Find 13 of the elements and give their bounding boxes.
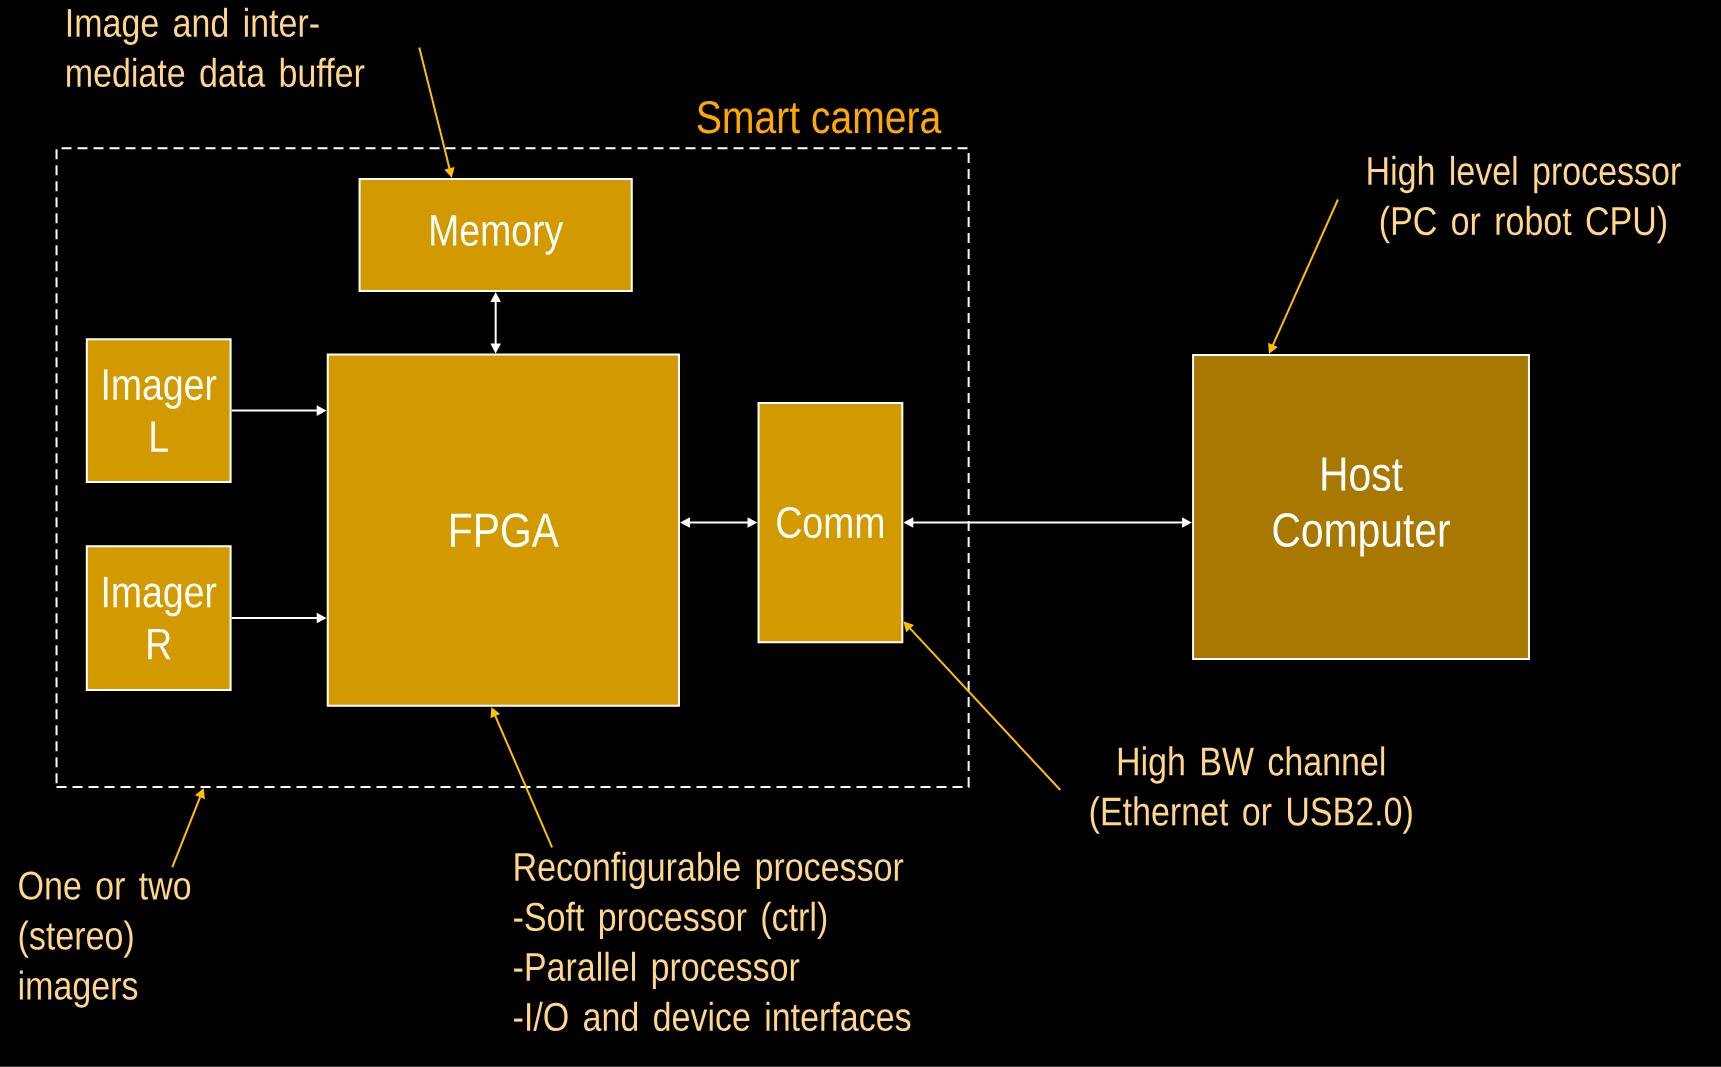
annotation-text: One or two (stereo) imagers	[19, 871, 191, 1008]
process-box: Host Computer	[1192, 354, 1530, 661]
process-box: Imager L	[85, 338, 232, 483]
annotation-text: Image and inter- mediate data buffer	[67, 7, 365, 88]
process-box: Comm	[757, 402, 904, 644]
annotation-text: Reconfigurable processor -Soft processor (ctrl) -Parallel processor -I/O and device interfaces	[514, 851, 911, 1032]
annotation-text: High level processor (PC or robot CPU)	[1368, 155, 1681, 244]
process-box: Memory	[358, 178, 633, 293]
process-box: Imager R	[85, 545, 232, 691]
annotation-text: High BW channel (Ethernet or USB2.0)	[1090, 746, 1412, 834]
leader-line	[903, 621, 1062, 792]
process-box: FPGA	[326, 353, 680, 707]
heading: Smart camera	[697, 101, 942, 134]
